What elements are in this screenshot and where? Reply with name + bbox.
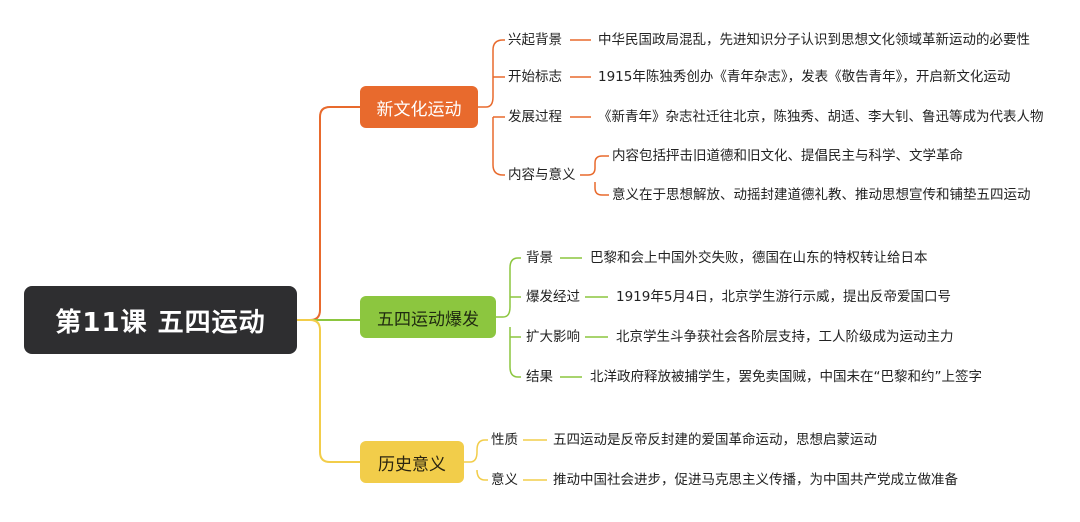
detail-kaishi-biaozhi[interactable]: 1915年陈独秀创办《青年杂志》，发表《敬告青年》，开启新文化运动	[598, 69, 1011, 85]
link-b2-sub	[560, 257, 608, 378]
root-topic[interactable]: 第11课 五四运动	[24, 286, 297, 354]
link-b3-spine	[464, 439, 488, 481]
detail-fazhan-guocheng[interactable]: 《新青年》杂志社迁往北京，陈独秀、胡适、李大钊、鲁迅等成为代表人物	[598, 109, 1044, 125]
detail-jieguo[interactable]: 北洋政府释放被捕学生，罢免卖国贼，中国未在“巴黎和约”上签字	[590, 369, 982, 385]
link-root-xinwenhua	[297, 106, 360, 321]
topic-xingqi-beijing[interactable]: 兴起背景	[508, 32, 562, 48]
detail-xingqi-beijing[interactable]: 中华民国政局混乱，先进知识分子认识到思想文化领域革新运动的必要性	[598, 32, 1030, 48]
topic-yiyi[interactable]: 意义	[491, 472, 518, 488]
link-b1-spine	[478, 39, 505, 176]
link-root-lishi	[297, 319, 360, 463]
topic-baofa-jingguo[interactable]: 爆发经过	[526, 289, 580, 305]
detail-baofa-jingguo[interactable]: 1919年5月4日，北京学生游行示威，提出反帝爱国口号	[616, 289, 952, 305]
detail-kuoda-yingxiang[interactable]: 北京学生斗争获社会各阶层支持，工人阶级成为运动主力	[616, 329, 954, 345]
link-b2-spine	[496, 257, 521, 378]
detail-beijing[interactable]: 巴黎和会上中国外交失败，德国在山东的特权转让给日本	[590, 250, 928, 266]
detail-neirong[interactable]: 内容包括抨击旧道德和旧文化、提倡民主与科学、文学革命	[612, 148, 963, 164]
link-b1-sub	[570, 39, 591, 118]
link-b1-subspine	[580, 155, 609, 196]
detail-lishi-yiyi[interactable]: 推动中国社会进步，促进马克思主义传播，为中国共产党成立做准备	[553, 472, 958, 488]
topic-fazhan-guocheng[interactable]: 发展过程	[508, 109, 562, 125]
detail-yiyi[interactable]: 意义在于思想解放、动摇封建道德礼教、推动思想宣传和铺垫五四运动	[612, 187, 1031, 203]
topic-kuoda-yingxiang[interactable]: 扩大影响	[526, 329, 580, 345]
topic-beijing[interactable]: 背景	[526, 250, 553, 266]
detail-xingzhi[interactable]: 五四运动是反帝反封建的爱国革命运动，思想启蒙运动	[553, 432, 877, 448]
link-b3-sub	[523, 439, 547, 481]
branch-lishi-yiyi[interactable]: 历史意义	[360, 441, 464, 483]
branch-wusi-baofa[interactable]: 五四运动爆发	[360, 296, 496, 338]
topic-kaishi-biaozhi[interactable]: 开始标志	[508, 69, 562, 85]
topic-xingzhi[interactable]: 性质	[491, 432, 518, 448]
topic-neirong-yiyi[interactable]: 内容与意义	[508, 167, 576, 183]
branch-xinwenhua[interactable]: 新文化运动	[360, 86, 478, 128]
topic-jieguo[interactable]: 结果	[526, 369, 553, 385]
